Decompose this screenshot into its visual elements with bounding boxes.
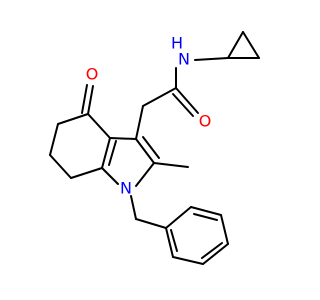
bond <box>70 167 103 179</box>
hydrogen-amide-label: H <box>171 34 183 53</box>
bond <box>242 31 260 59</box>
bond <box>49 154 72 179</box>
bond <box>135 218 167 229</box>
bond <box>87 113 111 139</box>
bond <box>153 162 189 168</box>
bond <box>108 140 117 166</box>
nitrogen-amide-label: N <box>178 50 190 69</box>
bond <box>57 113 89 125</box>
bond <box>109 137 137 140</box>
bond <box>49 123 59 156</box>
nitrogen-ring-label: N <box>120 179 132 198</box>
bond <box>194 57 229 61</box>
bond <box>175 87 199 114</box>
bond <box>135 105 144 140</box>
bond <box>201 242 223 259</box>
indolone-core <box>49 84 189 187</box>
bond <box>172 256 204 265</box>
bond <box>135 162 155 187</box>
benzyl-group <box>130 195 229 265</box>
bond <box>142 87 177 107</box>
atom-labels: O O N H N <box>86 34 212 198</box>
oxygen-amide-label: O <box>199 112 212 131</box>
bond <box>81 84 88 114</box>
bond <box>193 213 218 221</box>
bond <box>170 229 178 252</box>
bond <box>101 137 111 169</box>
bond <box>190 206 222 216</box>
bond <box>87 85 94 115</box>
oxygen-ketone-label: O <box>86 65 99 84</box>
bond <box>165 206 192 229</box>
bond <box>135 138 155 164</box>
bond <box>172 93 194 117</box>
bond <box>130 195 137 220</box>
molecule-structure: O O N H N <box>49 31 260 265</box>
bond <box>165 227 174 258</box>
bond <box>101 167 119 185</box>
amide-chain <box>135 57 229 140</box>
bond <box>220 214 229 245</box>
cyclopropyl-ring <box>227 31 260 59</box>
molecule-canvas: O O N H N <box>49 31 260 265</box>
bond <box>202 243 229 265</box>
bond <box>142 136 160 159</box>
bond <box>227 31 244 59</box>
